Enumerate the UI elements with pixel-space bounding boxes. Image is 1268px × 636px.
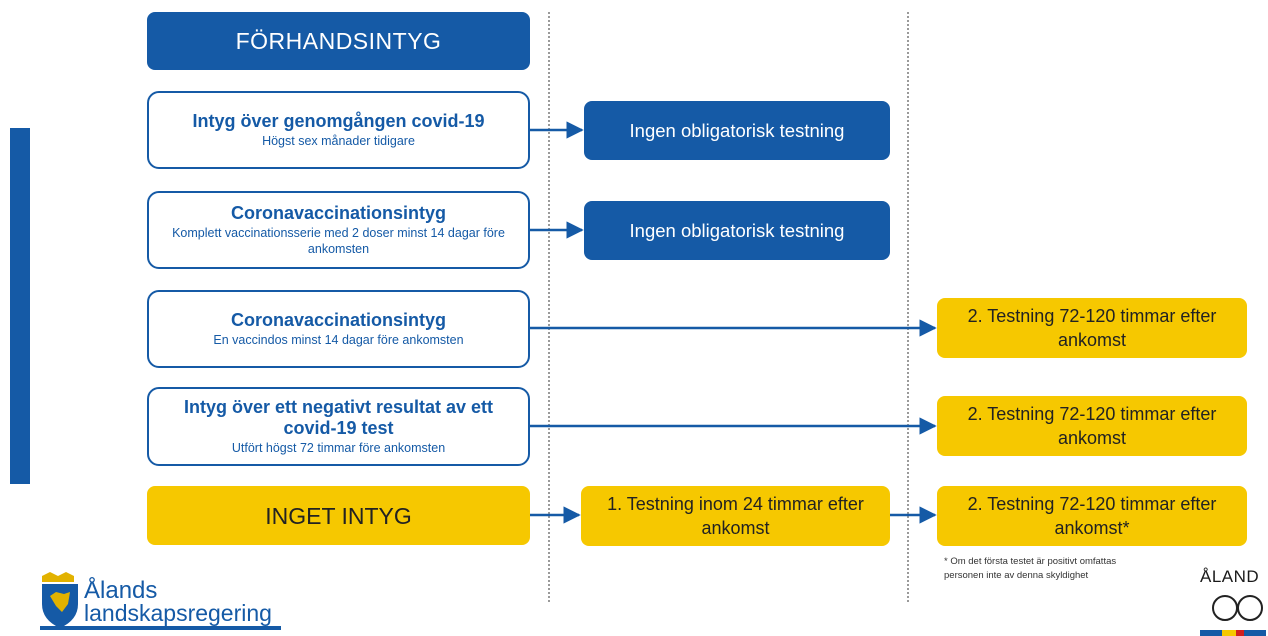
card-subtitle: Utfört högst 72 timmar före ankomsten (231, 441, 446, 455)
footnote: * Om det första testet är positivt omfat… (944, 556, 1117, 581)
logo-underline (40, 626, 281, 630)
card-subtitle: Komplett vaccinationsserie med 2 doser m… (172, 226, 505, 256)
testing-72-120-box-2: 2. Testning 72-120 timmar efter ankomst (937, 396, 1247, 456)
logo-text: Ålands landskapsregering (84, 577, 272, 626)
card-title: Coronavaccinationsintyg (230, 203, 447, 223)
card-full-vaccination: Coronavaccinationsintyg Komplett vaccina… (147, 191, 530, 269)
no-testing-box-1: Ingen obligatorisk testning (584, 101, 890, 160)
logo-line-1: Ålands (84, 577, 158, 604)
card-negative-test: Intyg över ett negativt resultat av ett … (147, 387, 530, 466)
testing-24h-box: 1. Testning inom 24 timmar efter ankomst (581, 486, 890, 546)
flag-stripe-red (1236, 630, 1244, 636)
card-single-dose: Coronavaccinationsintyg En vaccindos min… (147, 290, 530, 368)
aland-100-word: ÅLAND (1200, 567, 1260, 586)
card-title: Intyg över genomgången covid-19 (192, 111, 485, 131)
header-forhandsintyg: FÖRHANDSINTYG (147, 12, 530, 70)
coat-of-arms-icon (42, 572, 78, 628)
flag-stripe-yellow (1222, 630, 1236, 636)
no-testing-box-2: Ingen obligatorisk testning (584, 201, 890, 260)
card-subtitle: En vaccindos minst 14 dagar före ankomst… (213, 333, 464, 347)
card-title: Intyg över ett negativt resultat av ett … (183, 397, 494, 438)
card-title: Coronavaccinationsintyg (230, 310, 447, 330)
testing-72-120-star-box: 2. Testning 72-120 timmar efter ankomst* (937, 486, 1247, 546)
card-subtitle: Högst sex månader tidigare (262, 134, 415, 148)
flag-stripe-blue-2 (1244, 630, 1266, 636)
testing-72-120-box-1: 2. Testning 72-120 timmar efter ankomst (937, 298, 1247, 358)
column-divider-2 (907, 12, 909, 602)
flag-stripe-blue (1200, 630, 1222, 636)
no-certificate-box: INGET INTYG (147, 486, 530, 545)
left-accent-bar (10, 128, 30, 484)
card-recovered-covid: Intyg över genomgången covid-19 Högst se… (147, 91, 530, 169)
aland-100-circles-icon (1212, 595, 1263, 621)
column-divider-1 (548, 12, 550, 602)
logo-line-2: landskapsregering (84, 600, 272, 626)
